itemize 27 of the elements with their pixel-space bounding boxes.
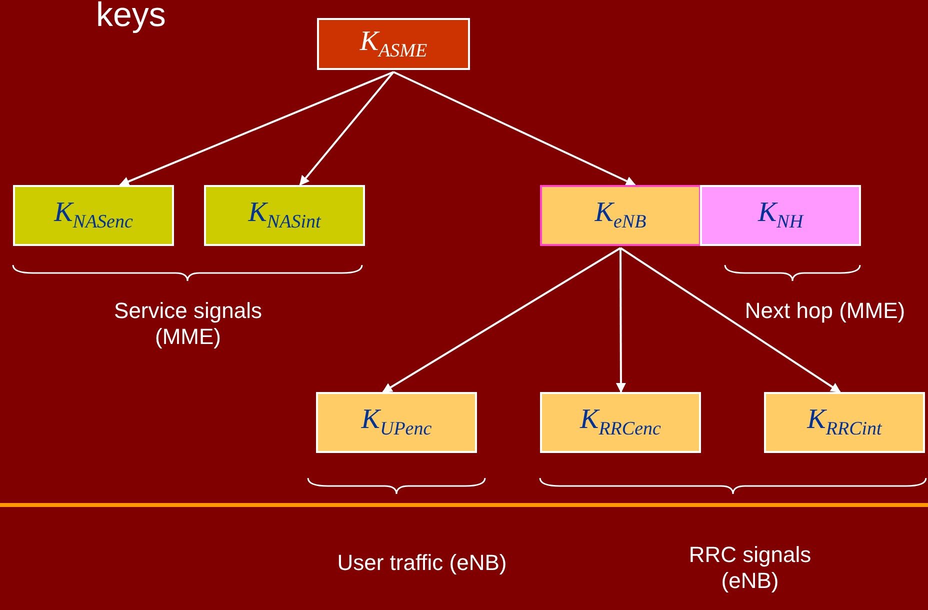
arrow: [299, 71, 394, 186]
key-box: [540, 392, 701, 453]
key-box: [540, 185, 701, 246]
arrow: [620, 247, 841, 393]
key-label: K$_{UPenc}$: [361, 404, 432, 441]
key-box: [204, 185, 365, 246]
key-label: K$_{RRCenc}$: [580, 404, 661, 441]
group-label: Next hop (MME): [744, 298, 906, 324]
arrow: [393, 71, 636, 186]
title: keys: [96, 0, 166, 32]
key-box: [317, 18, 470, 70]
key-box: [13, 185, 174, 246]
key-label: K$_{eNB}$: [594, 197, 646, 234]
group-label: Service signals (MME): [113, 298, 263, 351]
arrow: [382, 247, 622, 393]
arrow: [616, 248, 626, 393]
key-box: [700, 185, 861, 246]
key-box: [764, 392, 925, 453]
key-label: K$_{RRCint}$: [807, 404, 882, 441]
group-label: User traffic (eNB): [337, 550, 507, 576]
arrow: [119, 71, 394, 186]
group-label: RRC signals (eNB): [688, 542, 812, 595]
key-box: [316, 392, 477, 453]
key-label: K$_{NASenc}$: [54, 197, 133, 234]
key-label: K$_{ASME}$: [360, 26, 428, 62]
key-label: K$_{NASint}$: [248, 197, 321, 234]
key-label: K$_{NH}$: [758, 197, 804, 234]
